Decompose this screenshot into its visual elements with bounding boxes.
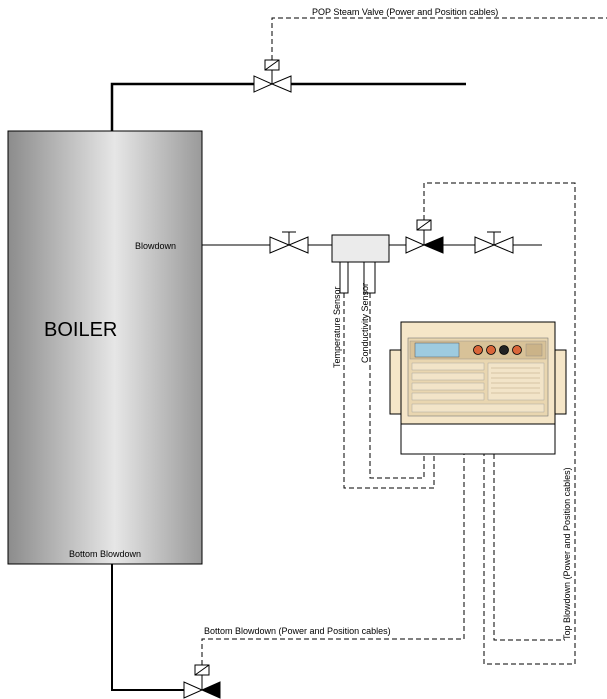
controller-knob-icon	[499, 345, 509, 355]
blowdown-label: Blowdown	[135, 241, 176, 251]
top-blowdown-cables-label: Top Blowdown (Power and Position cables)	[562, 467, 572, 640]
boiler-label: BOILER	[44, 319, 117, 341]
bottom-blowdown-valve-icon	[183, 664, 221, 699]
top-blowdown-valve-icon	[405, 219, 444, 254]
controller-knob-icon	[512, 345, 522, 355]
controller-display	[414, 342, 460, 358]
manual-valve-icon	[269, 231, 309, 254]
boiler-vessel	[7, 130, 203, 565]
steam-line	[110, 82, 466, 131]
pop-steam-valve-icon	[253, 59, 292, 93]
bottom-blowdown-cable	[201, 454, 465, 665]
bottom-blowdown-pipe	[111, 564, 184, 691]
pop-steam-valve-cable	[271, 17, 607, 60]
manual-valve-icon	[474, 231, 514, 254]
bottom-blowdown-cables-label: Bottom Blowdown (Power and Position cabl…	[204, 626, 391, 636]
temperature-sensor-cable	[343, 293, 435, 489]
conductivity-sensor-label: Conductivity Sensor	[360, 283, 370, 363]
pop-steam-valve-label: POP Steam Valve (Power and Position cabl…	[312, 7, 498, 17]
controller-knob-icon	[473, 345, 483, 355]
top-blowdown-cable	[423, 182, 576, 665]
bottom-blowdown-label: Bottom Blowdown	[69, 549, 141, 559]
sensor-chamber	[331, 234, 390, 294]
blowdown-controller	[389, 321, 567, 455]
controller-knob-icon	[486, 345, 496, 355]
controller-output-cable	[493, 454, 565, 641]
temperature-sensor-label: Temperature Sensor	[332, 286, 342, 368]
conductivity-sensor-cable	[369, 293, 425, 479]
